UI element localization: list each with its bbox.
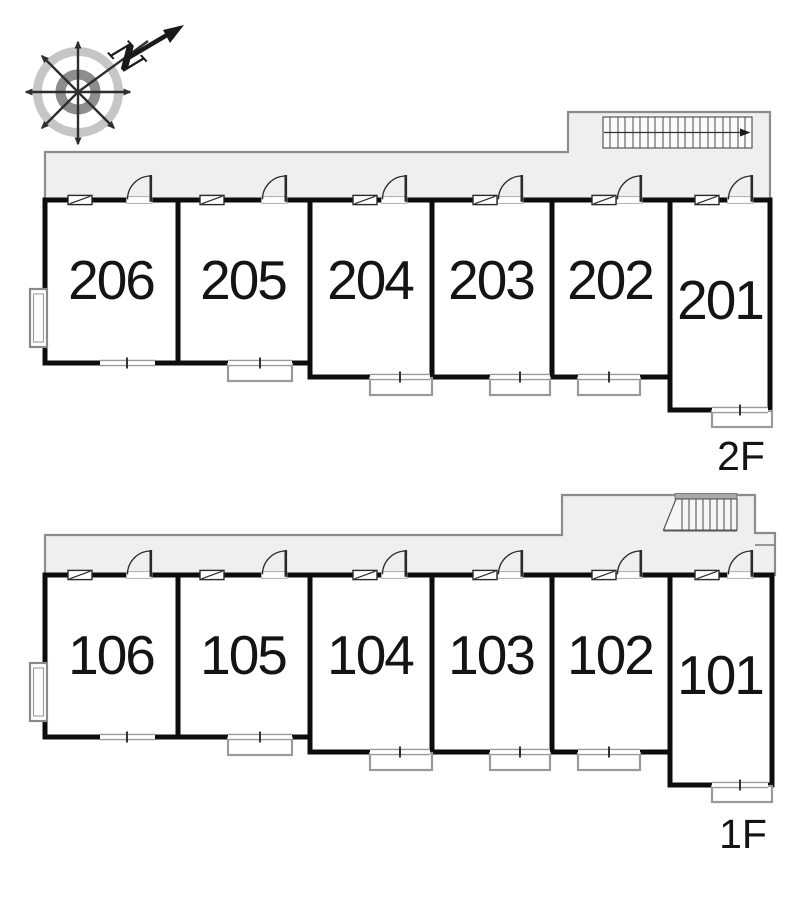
floor-label-1f: 1F — [719, 811, 767, 857]
room-105: 105 — [199, 548, 294, 757]
balcony-window-icon — [228, 357, 292, 369]
room-label: 104 — [327, 624, 413, 686]
room-202: 202 — [567, 173, 655, 397]
room-label: 205 — [200, 249, 286, 311]
window-icon — [67, 194, 93, 206]
window-icon — [199, 569, 225, 581]
room-label: 101 — [677, 644, 763, 706]
bay-window-icon — [28, 287, 49, 349]
balcony-window-icon — [712, 404, 768, 416]
floor-1f: 106 105 104 — [28, 493, 777, 857]
room-label: 106 — [68, 624, 154, 686]
balcony-window-icon — [100, 731, 155, 743]
room-206: 206 — [67, 173, 156, 369]
window-icon — [694, 569, 720, 581]
compass-icon: N — [24, 25, 184, 146]
window-icon — [352, 569, 378, 581]
balcony-window-icon — [370, 371, 430, 383]
window-icon — [694, 194, 720, 206]
room-101: 101 — [677, 548, 774, 804]
window-icon — [67, 569, 93, 581]
window-icon — [472, 569, 498, 581]
room-102: 102 — [567, 548, 655, 772]
bay-window-icon — [28, 661, 49, 723]
balcony-step — [710, 784, 774, 804]
room-205: 205 — [199, 173, 294, 383]
window-icon — [352, 194, 378, 206]
balcony-window-icon — [100, 357, 155, 369]
window-icon — [199, 194, 225, 206]
balcony-window-icon — [490, 371, 550, 383]
balcony-window-icon — [578, 371, 640, 383]
balcony-window-icon — [490, 746, 550, 758]
room-204: 204 — [327, 173, 434, 397]
room-label: 102 — [567, 624, 653, 686]
balcony-window-icon — [228, 731, 292, 743]
compass-rays — [24, 40, 149, 146]
room-label: 204 — [327, 249, 413, 311]
window-icon — [472, 194, 498, 206]
room-104: 104 — [327, 548, 434, 772]
corridor-1f — [43, 493, 777, 577]
floor-2f: 206 205 204 — [28, 110, 774, 479]
window-icon — [591, 569, 617, 581]
room-label: 105 — [200, 624, 286, 686]
room-label: 103 — [448, 624, 534, 686]
balcony-window-icon — [370, 746, 430, 758]
balcony-window-icon — [712, 779, 768, 791]
stairs-1f-icon — [662, 493, 738, 532]
room-label: 203 — [448, 249, 534, 311]
stair-direction-arrow-icon — [740, 128, 751, 137]
room-label: 201 — [677, 269, 763, 331]
room-201: 201 — [677, 173, 774, 429]
balcony-step — [710, 409, 774, 429]
balcony-window-icon — [578, 746, 640, 758]
room-106: 106 — [67, 548, 156, 743]
room-label: 206 — [68, 249, 154, 311]
floor-label-2f: 2F — [717, 433, 765, 479]
window-icon — [591, 194, 617, 206]
north-arrow-icon — [126, 25, 184, 60]
stairs-2f-icon — [602, 116, 753, 149]
north-label: N — [100, 32, 152, 84]
room-103: 103 — [448, 548, 552, 772]
room-label: 202 — [567, 249, 653, 311]
room-203: 203 — [448, 173, 552, 397]
